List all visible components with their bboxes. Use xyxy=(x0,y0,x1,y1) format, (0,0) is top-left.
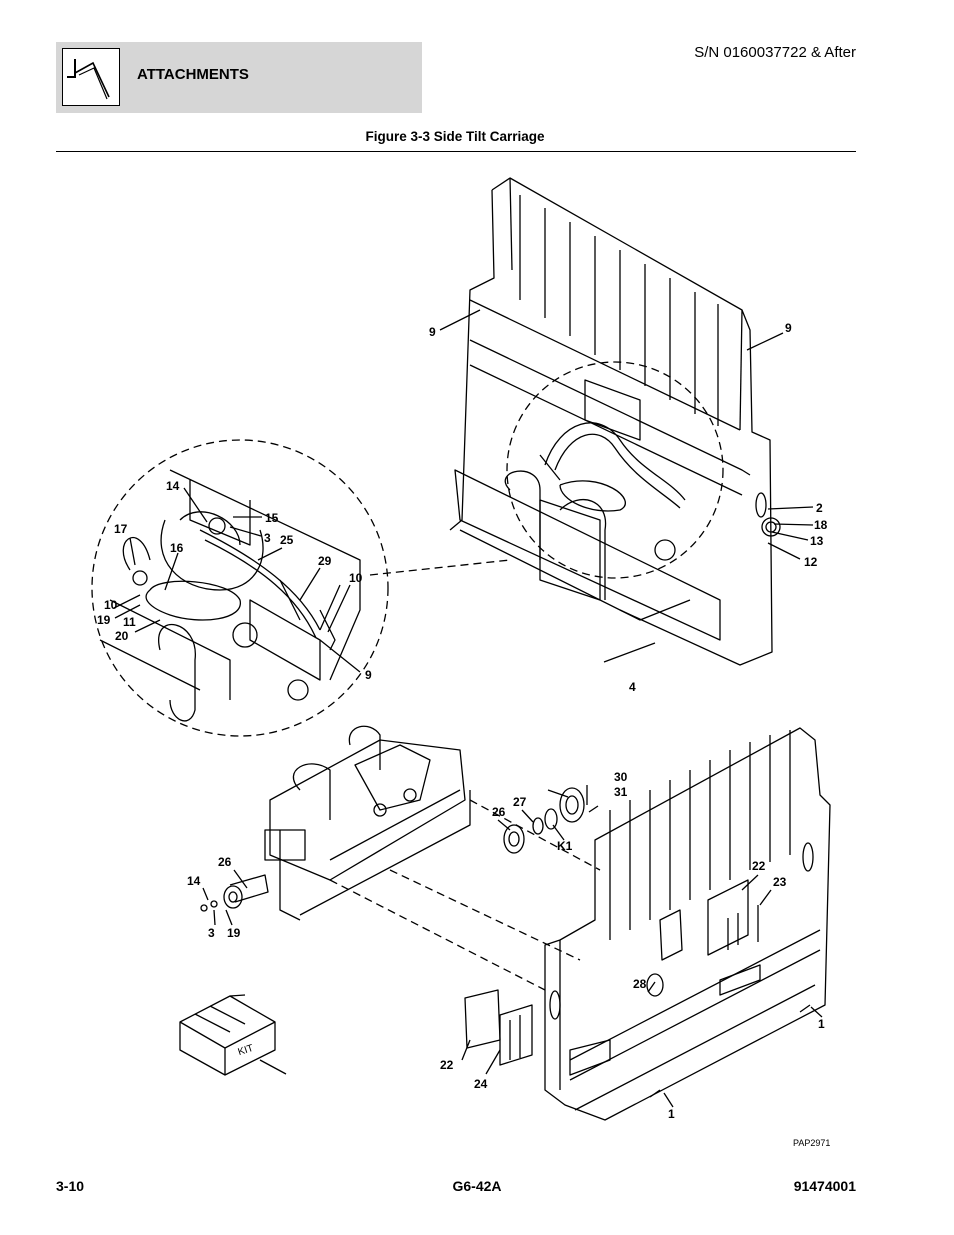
drawing-reference: PAP2971 xyxy=(793,1138,831,1148)
callout-13: 15 xyxy=(265,511,279,525)
callout-6: 9 xyxy=(785,321,792,335)
serial-number-range: S/N 0160037722 & After xyxy=(694,44,856,61)
attachment-tab-icon xyxy=(62,48,120,106)
manual-part-number: 91474001 xyxy=(793,1178,856,1194)
callout-15: 16 xyxy=(170,541,184,555)
callout-29: 31 xyxy=(614,785,628,799)
callout-2: 2 xyxy=(816,501,823,515)
callout-3b: 3 xyxy=(208,926,215,940)
callout-22a: 23 xyxy=(773,875,787,889)
callout-27: 29 xyxy=(318,554,332,568)
header-rule xyxy=(56,151,856,152)
callout-9b: 11 xyxy=(123,615,136,629)
callout-8: 10 xyxy=(349,571,363,585)
callout-21b: 22 xyxy=(440,1058,454,1072)
callout-17: 19 xyxy=(227,926,241,940)
callout-16: 17 xyxy=(114,522,128,536)
callout-22b: 24 xyxy=(474,1077,488,1091)
callout-25: 26 xyxy=(218,855,232,869)
callout-1a: 1 xyxy=(818,1017,825,1031)
callout-3a: 3 xyxy=(264,531,271,545)
callout-28: 30 xyxy=(614,770,628,784)
callout-10: 12 xyxy=(804,555,818,569)
callout-12: 14 xyxy=(166,479,180,493)
section-title: ATTACHMENTS xyxy=(137,66,249,83)
callout-24: 26 xyxy=(492,805,506,819)
callout-5: 9 xyxy=(429,325,436,339)
figure-title: Figure 3-3 Side Tilt Carriage xyxy=(365,129,545,144)
callout-11: 13 xyxy=(810,534,824,548)
callout-9a: 10 xyxy=(104,598,118,612)
callout-7: 9 xyxy=(365,668,372,682)
callout-18: 18 xyxy=(814,518,828,532)
callout-20: 20 xyxy=(115,629,129,643)
callout-26b: 28 xyxy=(633,977,647,991)
callout-21a: 22 xyxy=(752,859,766,873)
callout-23: 25 xyxy=(280,533,294,547)
callout-1b: 1 xyxy=(668,1107,675,1121)
callout-30: K1 xyxy=(557,839,573,853)
callout-19: 19 xyxy=(97,613,111,627)
callout-26a: 27 xyxy=(513,795,527,809)
page-number: 3-10 xyxy=(56,1178,85,1194)
callout-14: 14 xyxy=(187,874,201,888)
callout-4: 4 xyxy=(629,680,636,694)
model-number: G6-42A xyxy=(452,1178,502,1194)
